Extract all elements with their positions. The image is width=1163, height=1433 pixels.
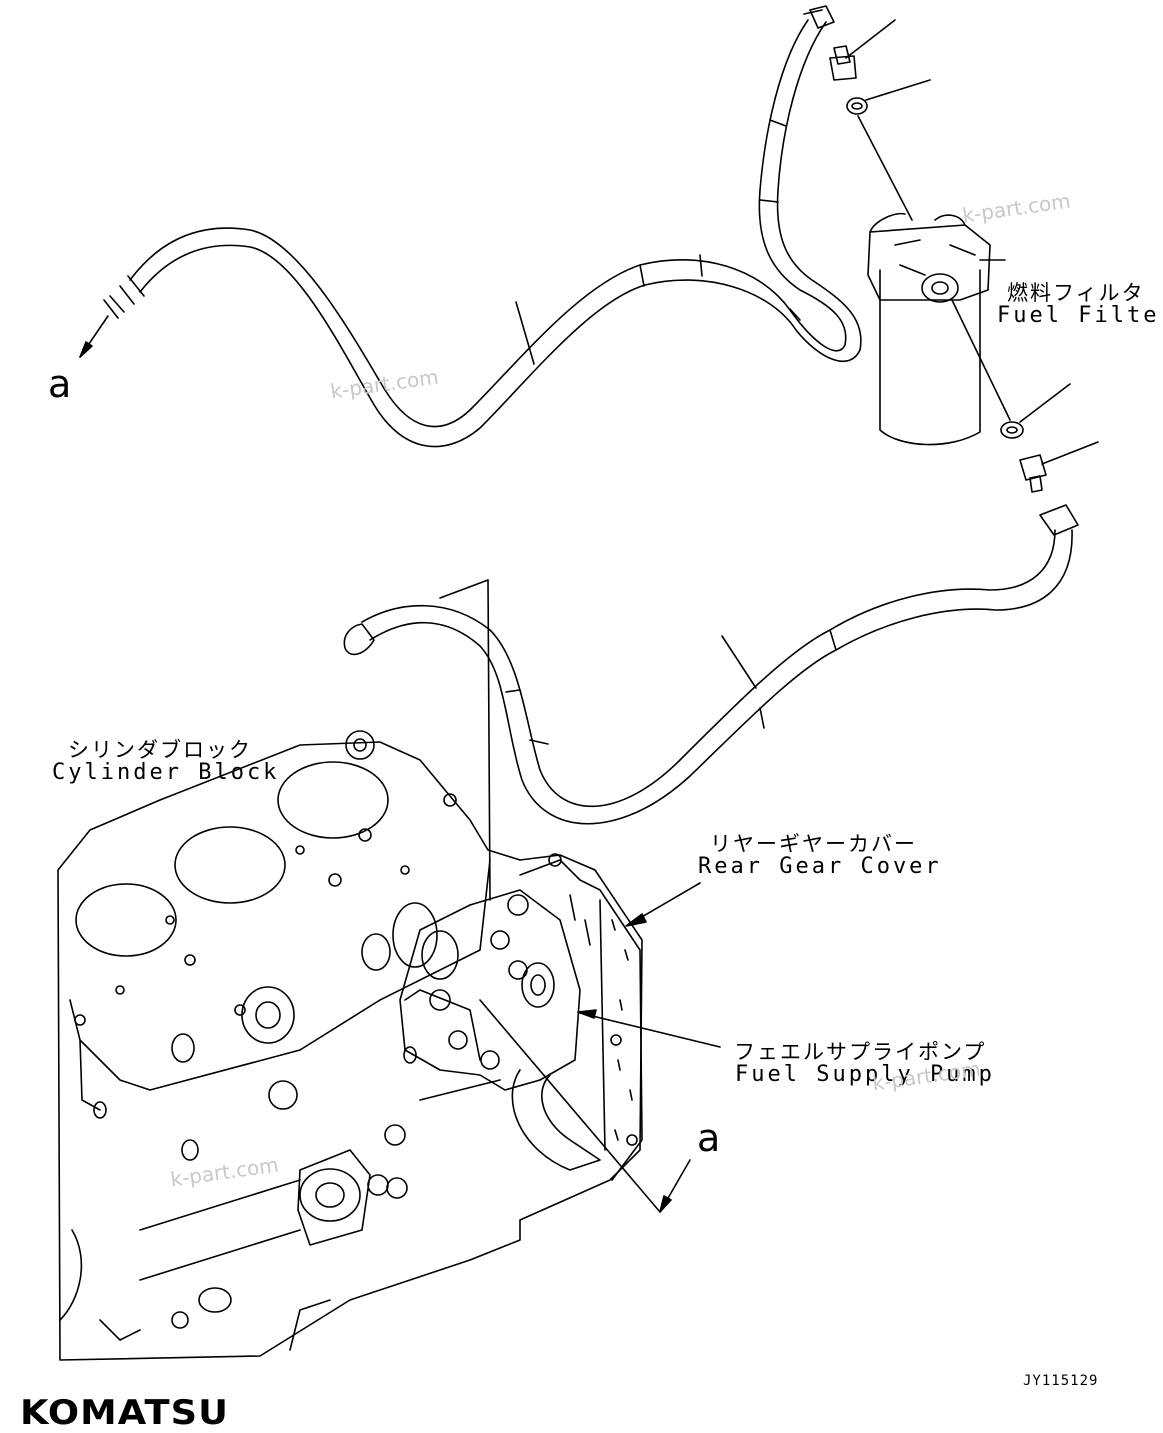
fuel-supply-pump-label-en: Fuel Supply Pump bbox=[735, 1062, 995, 1087]
cylinder-block-label-en: Cylinder Block bbox=[52, 760, 280, 785]
leader-arrows bbox=[577, 882, 721, 1213]
rear-gear-cover-label-jp: リヤーギヤーカバー bbox=[710, 832, 917, 856]
bottom-fitting bbox=[1000, 383, 1099, 493]
lower-fuel-hose bbox=[343, 504, 1079, 825]
rear-gear-cover bbox=[519, 853, 643, 1181]
fuel-filter-label-en: Fuel Filter bbox=[997, 303, 1163, 328]
drawing-code: JY115129 bbox=[1023, 1373, 1099, 1389]
fuel-supply-pump bbox=[399, 579, 661, 1213]
fuel-filter bbox=[867, 212, 1011, 446]
connection-mark-bottom: a bbox=[697, 1116, 721, 1160]
top-fitting bbox=[829, 19, 931, 221]
cylinder-block-label-jp: シリンダブロック bbox=[68, 738, 252, 762]
fuel-filter-label-jp: 燃料フィルタ bbox=[1007, 281, 1145, 305]
komatsu-logo: KOMATSU bbox=[20, 1393, 230, 1433]
connection-mark-top: a bbox=[48, 362, 72, 406]
upper-fuel-hose bbox=[79, 5, 862, 448]
rear-gear-cover-label-en: Rear Gear Cover bbox=[698, 854, 942, 879]
cylinder-block bbox=[57, 730, 643, 1361]
fuel-supply-pump-label-jp: フェエルサプライポンプ bbox=[734, 1040, 987, 1064]
